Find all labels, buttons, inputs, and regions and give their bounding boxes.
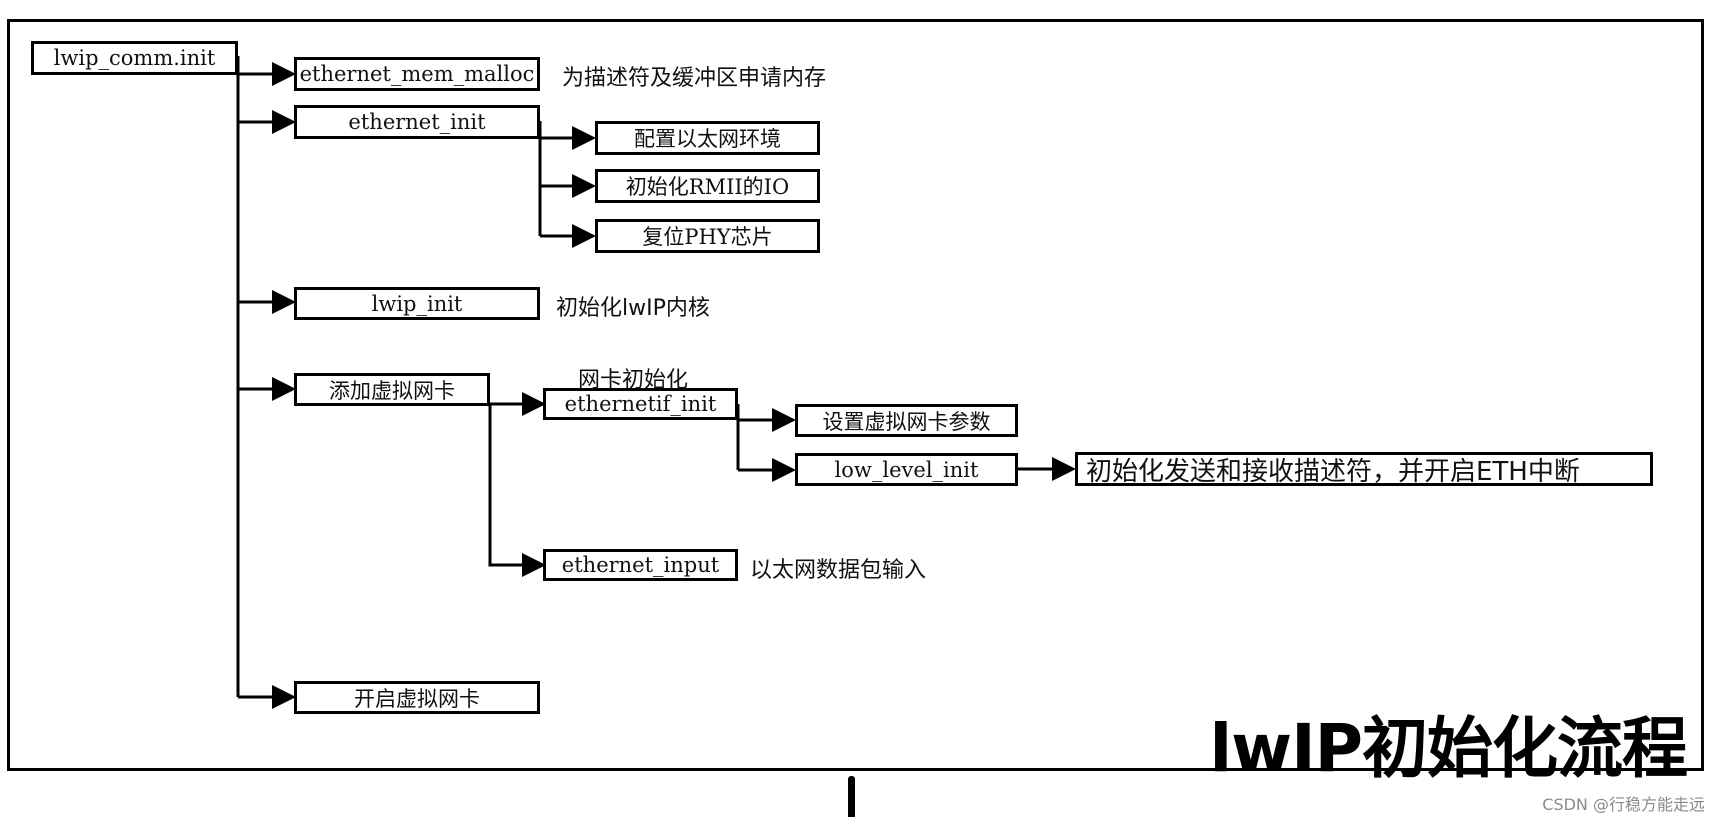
bottom-stem (848, 776, 855, 817)
reset-phy-box: 复位PHY芯片 (595, 219, 820, 253)
init-rmii-io-box: 初始化RMII的IO (595, 169, 820, 203)
low-level-init-box: low_level_init (795, 453, 1018, 486)
lwip-init-note: 初始化lwIP内核 (556, 296, 710, 321)
ethernet-mem-malloc-box: ethernet_mem_malloc (294, 57, 540, 91)
mem-malloc-note: 为描述符及缓冲区申请内存 (562, 66, 827, 91)
lwip-init-box: lwip_init (294, 287, 540, 320)
ethernet-init-box: ethernet_init (294, 105, 540, 139)
lwip-comm-init-box: lwip_comm.init (31, 41, 238, 75)
ethernetif-init-box: ethernetif_init (543, 388, 738, 420)
enable-virtual-netif-box: 开启虚拟网卡 (294, 681, 540, 714)
watermark: CSDN @行稳方能走远 (1542, 795, 1705, 814)
set-netif-params-box: 设置虚拟网卡参数 (795, 404, 1018, 437)
diagram-title: lwIP初始化流程 (1209, 710, 1688, 787)
ethernet-input-note: 以太网数据包输入 (750, 558, 927, 583)
ethernet-input-box: ethernet_input (543, 549, 738, 581)
init-descriptors-box: 初始化发送和接收描述符，并开启ETH中断 (1075, 452, 1653, 487)
add-virtual-netif-box: 添加虚拟网卡 (294, 373, 490, 406)
config-ethernet-env-box: 配置以太网环境 (595, 121, 820, 155)
